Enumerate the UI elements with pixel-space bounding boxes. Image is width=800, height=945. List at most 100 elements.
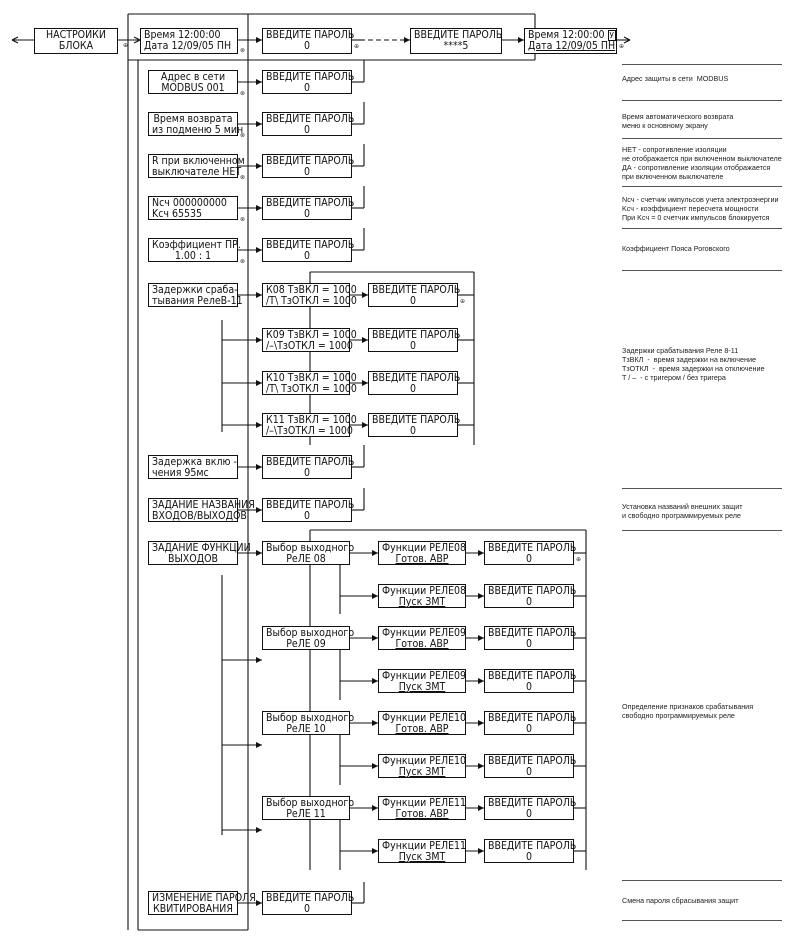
password-masked-value: ****5: [443, 40, 469, 52]
password-title: ВВЕДИТЕ ПАРОЛЬ: [266, 892, 355, 904]
password-title: ВВЕДИТЕ ПАРОЛЬ: [266, 29, 355, 41]
menu-pulse-counter[interactable]: Nсч 000000000 Kсч 65535: [148, 196, 238, 220]
password-title: ВВЕДИТЕ ПАРОЛЬ: [488, 627, 577, 639]
password-value: 0: [303, 124, 310, 136]
menu-switch-on-delay[interactable]: Задержка вклю - чения 95мс: [148, 455, 238, 479]
password-title: ВВЕДИТЕ ПАРОЛЬ: [372, 414, 461, 426]
menu-insulation-r[interactable]: R при включенном выключателе НЕТ: [148, 154, 245, 178]
menu-line1: Задержка вклю -: [152, 456, 237, 468]
password-title: ВВЕДИТЕ ПАРОЛЬ: [266, 239, 355, 251]
menu-line2: КВИТИРОВАНИЯ: [153, 903, 233, 915]
clock-date: Дата 12/09/05 ПН: [144, 40, 232, 52]
password-title: ВВЕДИТЕ ПАРОЛЬ: [488, 797, 577, 809]
annotation-insulation: НЕТ - сопротивление изоляции не отобража…: [622, 145, 782, 181]
menu-coefficient[interactable]: Коэффициент ПР. 1.00 : 1: [148, 238, 241, 262]
password-title: ВВЕДИТЕ ПАРОЛЬ: [488, 670, 577, 682]
clock-set-box[interactable]: Время 12:00:00 У Дата 12/09/05 ПН: [524, 28, 617, 54]
menu-return-time[interactable]: Время возврата из подменю 5 мин: [148, 112, 244, 136]
password-value: 0: [409, 295, 416, 307]
password-value: 0: [525, 723, 532, 735]
clock-screen-box[interactable]: Время 12:00:00 Дата 12/09/05 ПН: [140, 28, 238, 54]
annotation-divider: [622, 920, 782, 921]
menu-line1: R при включенном: [152, 155, 245, 167]
annotation-divider: [622, 488, 782, 489]
password-title: ВВЕДИТЕ ПАРОЛЬ: [266, 155, 355, 167]
menu-line1: ЗАДАНИЕ ФУНКЦИИ: [152, 542, 251, 554]
menu-io-names[interactable]: ЗАДАНИЕ НАЗВАНИЯ ВХОДОВ/ВЫХОДОВ: [148, 498, 255, 522]
delay-relay-11[interactable]: К11 ТзВКЛ = 1000/–\ТзОТКЛ = 1000: [262, 413, 357, 437]
menu-line1: Коэффициент ПР.: [152, 239, 241, 251]
delay-relay-10[interactable]: К10 ТзВКЛ = 1000/T\ ТзОТКЛ = 1000: [262, 371, 357, 395]
relay-function-value: Пуск ЗМТ: [398, 681, 446, 693]
relay-function-value: Готов. АВР: [395, 553, 449, 565]
relay-function-value: Готов. АВР: [395, 638, 449, 650]
escape-key-icon: ⊗: [240, 90, 246, 97]
relay-function-value: Готов. АВР: [395, 723, 449, 735]
password-title: ВВЕДИТЕ ПАРОЛЬ: [488, 755, 577, 767]
menu-relay-delays[interactable]: Задержки сраба- тывания РелеВ-11: [148, 283, 243, 307]
menu-line1: ЗАДАНИЕ НАЗВАНИЯ: [152, 499, 255, 511]
password-box-top[interactable]: ВВЕДИТЕ ПАРОЛЬ 0: [262, 28, 355, 54]
annotation-io-names: Установка названий внешних защит и свобо…: [622, 502, 743, 520]
escape-key-icon: ⊗: [240, 132, 246, 139]
password-value: 0: [525, 553, 532, 565]
password-title: ВВЕДИТЕ ПАРОЛЬ: [266, 113, 355, 125]
menu-change-password[interactable]: ИЗМЕНЕНИЕ ПАРОЛЯ КВИТИРОВАНИЯ: [148, 891, 256, 915]
menu-line2: Kсч 65535: [152, 208, 203, 220]
menu-modbus-address[interactable]: Адрес в сети MODBUS 001: [148, 70, 238, 94]
password-entered-box[interactable]: ВВЕДИТЕ ПАРОЛЬ ****5: [410, 28, 502, 54]
delay-on: К08 ТзВКЛ = 1000: [266, 284, 357, 296]
menu-output-functions[interactable]: ЗАДАНИЕ ФУНКЦИИ ВЫХОДОВ: [148, 541, 251, 565]
clock-set-time: Время 12:00:00 У: [528, 30, 616, 41]
clock-time: Время 12:00:00: [144, 29, 221, 41]
password-title: ВВЕДИТЕ ПАРОЛЬ: [266, 197, 355, 209]
password-title: ВВЕДИТЕ ПАРОЛЬ: [414, 29, 503, 41]
password-title: ВВЕДИТЕ ПАРОЛЬ: [372, 372, 461, 384]
menu-line2: чения 95мс: [152, 467, 209, 479]
menu-line2: 1.00 : 1: [174, 250, 212, 262]
annotation-output-functions: Определение признаков срабатывания свобо…: [622, 702, 754, 720]
relay-function-title: Функции РЕЛЕ11: [382, 840, 467, 852]
menu-line2: MODBUS 001: [161, 82, 225, 94]
menu-line1: ИЗМЕНЕНИЕ ПАРОЛЯ: [152, 892, 256, 904]
annotation-relay-delays: Задержки срабатывания Реле 8-11 ТзВКЛ - …: [622, 346, 765, 382]
delay-off: /–\ТзОТКЛ = 1000: [266, 340, 353, 352]
delay-relay-08[interactable]: К08 ТзВКЛ = 1000/T\ ТзОТКЛ = 1000: [262, 283, 357, 307]
root-settings-box[interactable]: НАСТРОЙКИ БЛОКА: [34, 28, 118, 54]
password-value: 0: [303, 82, 310, 94]
delay-relay-09[interactable]: К09 ТзВКЛ = 1000/–\ТзОТКЛ = 1000: [262, 328, 357, 352]
menu-line2: из подменю 5 мин: [152, 124, 244, 136]
